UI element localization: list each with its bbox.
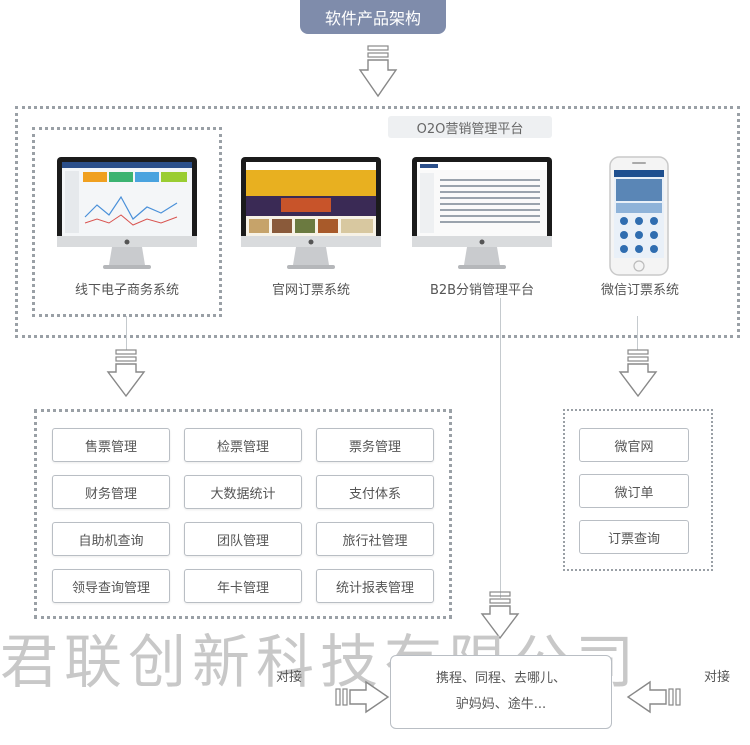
wechat-module-order: 微订单 (579, 474, 689, 508)
system-label-website: 官网订票系统 (271, 283, 350, 298)
imac-website-icon (241, 157, 381, 269)
imac-dashboard-icon (57, 157, 197, 269)
link-label-right: 对接 (704, 670, 731, 685)
o2o-platform-label: O2O营销管理平台 (388, 116, 552, 138)
module-button: 售票管理 (52, 428, 170, 462)
wechat-module-site: 微官网 (579, 428, 689, 462)
module-button: 领导查询管理 (52, 569, 170, 603)
module-button: 票务管理 (316, 428, 434, 462)
module-button: 支付体系 (316, 475, 434, 509)
offline-system-frame (32, 127, 222, 317)
left-arrow-icon (626, 680, 681, 714)
system-label-wechat: 微信订票系统 (600, 283, 679, 298)
wechat-modules-frame (563, 409, 713, 571)
down-arrow-icon (358, 45, 398, 98)
connector-line-right (637, 316, 638, 350)
wechat-module-query: 订票查询 (579, 520, 689, 554)
iphone-wechat-icon (609, 156, 669, 276)
module-button: 财务管理 (52, 475, 170, 509)
down-arrow-icon (618, 349, 658, 398)
module-button: 统计报表管理 (316, 569, 434, 603)
down-arrow-icon (106, 349, 146, 398)
system-label-b2b: B2B分销管理平台 (429, 283, 535, 298)
system-label-offline: 线下电子商务系统 (74, 283, 179, 298)
o2o-platform-frame (15, 106, 740, 338)
down-arrow-icon (480, 591, 520, 640)
ota-line-2: 驴妈妈、途牛... (455, 697, 547, 712)
connector-line-b2b (500, 298, 501, 598)
module-grid: 售票管理检票管理票务管理财务管理大数据统计支付体系自助机查询团队管理旅行社管理领… (52, 428, 436, 603)
right-arrow-icon (335, 680, 390, 714)
ota-partners-box: 携程、同程、去哪儿、 驴妈妈、途牛... (390, 655, 612, 729)
module-button: 年卡管理 (184, 569, 302, 603)
ota-line-1: 携程、同程、去哪儿、 (435, 671, 566, 686)
connector-line-left (126, 316, 127, 350)
imac-table-icon (412, 157, 552, 269)
module-button: 检票管理 (184, 428, 302, 462)
wechat-module-list: 微官网 微订单 订票查询 (579, 428, 689, 554)
module-button: 大数据统计 (184, 475, 302, 509)
module-button: 旅行社管理 (316, 522, 434, 556)
modules-frame (34, 409, 452, 619)
page-title: 软件产品架构 (300, 0, 446, 34)
module-button: 团队管理 (184, 522, 302, 556)
link-label-left: 对接 (276, 670, 303, 685)
module-button: 自助机查询 (52, 522, 170, 556)
